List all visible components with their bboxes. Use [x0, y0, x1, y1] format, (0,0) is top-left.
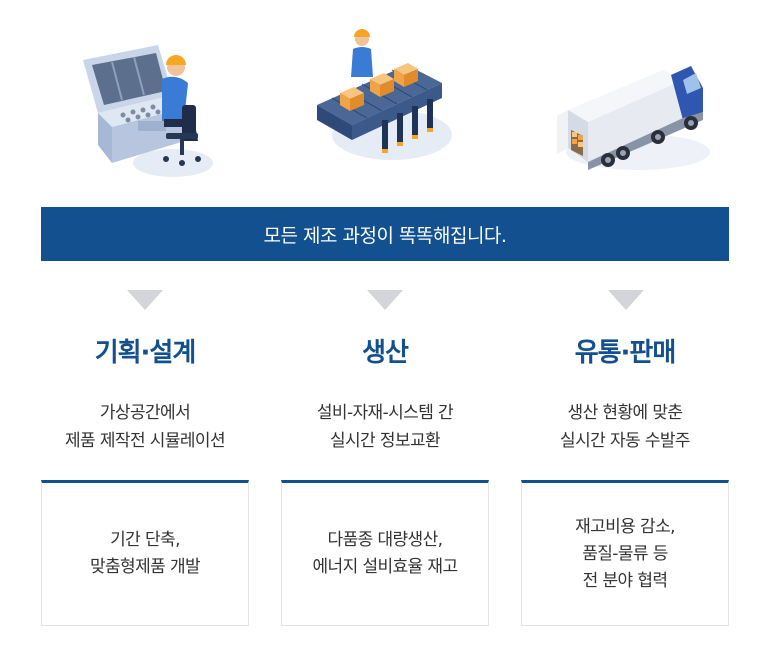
conveyor-belt-worker-icon [317, 29, 452, 160]
benefit-card: 재고비용 감소, 품질-물류 등 전 분야 협력 [521, 480, 729, 626]
column-distribution-sales: 유통·판매 생산 현황에 맞춘 실시간 자동 수발주 [521, 333, 729, 455]
description-line: 가상공간에서 [99, 403, 191, 423]
down-arrow-icon [127, 290, 163, 310]
description-line: 생산 현황에 맞춘 [567, 403, 683, 423]
column-title: 기획·설계 [94, 338, 197, 368]
operator-control-panel-icon [83, 45, 213, 177]
card-line: 다품종 대량생산, [327, 530, 443, 550]
column-description: 가상공간에서 제품 제작전 시뮬레이션 [41, 399, 249, 455]
description-line: 실시간 자동 수발주 [560, 431, 691, 451]
benefit-card: 다품종 대량생산, 에너지 설비효율 재고 [281, 480, 489, 626]
column-description: 생산 현황에 맞춘 실시간 자동 수발주 [521, 399, 729, 455]
column-planning-design: 기획·설계 가상공간에서 제품 제작전 시뮬레이션 [41, 333, 249, 455]
headline-text: 모든 제조 과정이 똑똑해집니다. [263, 224, 507, 247]
description-line: 설비-자재-시스템 간 [316, 403, 454, 423]
card-line: 맞춤형제품 개발 [89, 557, 201, 577]
column-title: 유통·판매 [574, 338, 677, 368]
column-title: 생산 [362, 338, 409, 368]
description-line: 실시간 정보교환 [329, 431, 441, 451]
down-arrow-icon [608, 290, 644, 310]
column-production: 생산 설비-자재-시스템 간 실시간 정보교환 [281, 333, 489, 455]
card-line: 재고비용 감소, [575, 516, 675, 537]
card-line: 전 분야 협력 [582, 570, 668, 591]
column-description: 설비-자재-시스템 간 실시간 정보교환 [281, 399, 489, 455]
card-line: 기간 단축, [110, 530, 180, 550]
headline-banner: 모든 제조 과정이 똑똑해집니다. [41, 207, 729, 261]
description-line: 제품 제작전 시뮬레이션 [64, 431, 226, 451]
benefit-card: 기간 단축, 맞춤형제품 개발 [41, 480, 249, 626]
card-line: 품질-물류 등 [582, 543, 668, 564]
card-line: 에너지 설비효율 재고 [312, 557, 459, 577]
down-arrow-icon [367, 290, 403, 310]
delivery-truck-icon [557, 66, 710, 170]
